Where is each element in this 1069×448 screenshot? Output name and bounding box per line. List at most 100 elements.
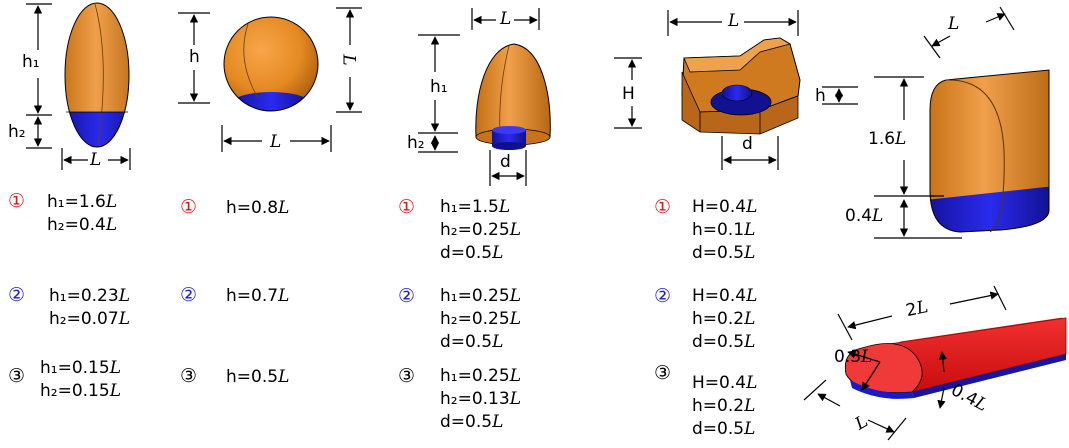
block-case3-marker: ③ <box>654 362 672 384</box>
bullet-dimensions <box>418 8 540 186</box>
spec-unit: L <box>509 389 521 409</box>
spec-unit: L <box>498 197 511 217</box>
spec-unit: L <box>509 366 521 386</box>
spec-text: h=0.1 <box>692 220 745 240</box>
spec-unit: L <box>744 332 756 352</box>
spec-unit: L <box>744 396 756 416</box>
wing-shape <box>844 317 1067 399</box>
spec-text: d=0.5 <box>692 419 745 439</box>
spec-text: h₁=0.15 <box>40 358 110 378</box>
sphere-case2-marker: ② <box>180 284 198 306</box>
block-H-label: H <box>622 84 635 104</box>
spec-unit: L <box>746 286 758 306</box>
bullet-L-label: L <box>500 9 512 29</box>
bullet-case2-marker: ② <box>398 285 416 307</box>
ellipsoid-case2-marker: ② <box>8 284 26 306</box>
block-dimensions <box>614 10 858 170</box>
spec-unit: L <box>118 286 130 306</box>
wing-thickness-value: 0.3 <box>834 347 862 367</box>
ellipsoid-case1-spec: h₁=1.6L h₂=0.4L <box>47 191 117 237</box>
block-case1-spec: H=0.4L h=0.1L d=0.5L <box>692 196 757 265</box>
wing-thickness-unit: L <box>861 347 873 367</box>
sphere-case1-spec: h=0.8L <box>226 197 289 220</box>
sphere-h-label: h <box>189 47 200 67</box>
sphere-case1-marker: ① <box>180 196 198 218</box>
block-case2-spec: H=0.4L h=0.2L d=0.5L <box>692 285 757 354</box>
bullet-d-label: d <box>500 152 511 172</box>
ellipsoid-h1-label: h₁ <box>22 52 40 72</box>
cylinder-h1-unit: L <box>895 129 907 149</box>
spec-text: d=0.5 <box>440 243 493 263</box>
spec-unit: L <box>746 373 758 393</box>
spec-text: d=0.5 <box>692 332 745 352</box>
ellipsoid-case1-marker: ① <box>8 190 26 212</box>
spec-unit: L <box>109 358 121 378</box>
wing-thickness-label: 0.3L <box>834 347 872 367</box>
bullet-h1-label: h₁ <box>430 77 448 97</box>
spec-text: h=0.2 <box>692 309 745 329</box>
spec-text: d=0.5 <box>440 412 493 432</box>
spec-text: h₂=0.25 <box>440 220 510 240</box>
ellipsoid-L-label: L <box>90 150 102 170</box>
spec-text: h₂=0.13 <box>440 389 510 409</box>
sphere-case3-spec: h=0.5L <box>226 366 289 389</box>
sphere-case2-spec: h=0.7L <box>226 285 289 308</box>
cylinder-h2-unit: L <box>872 206 884 226</box>
spec-text: h=0.8 <box>226 198 279 218</box>
ellipsoid-h2-label: h₂ <box>8 122 26 142</box>
cylinder-h1-value: 1.6 <box>868 129 896 149</box>
spec-text: h₂=0.25 <box>440 309 510 329</box>
spec-text: h₁=1.5 <box>440 197 499 217</box>
block-shape <box>681 37 801 135</box>
spec-unit: L <box>492 412 504 432</box>
spec-unit: L <box>105 192 118 212</box>
spec-unit: L <box>105 215 118 235</box>
spec-unit: L <box>492 332 504 352</box>
spec-text: h=0.5 <box>226 367 279 387</box>
bullet-case1-spec: h₁=1.5L h₂=0.25L d=0.5L <box>440 196 521 265</box>
ellipsoid-case3-spec: h₁=0.15L h₂=0.15L <box>40 357 121 403</box>
ellipsoid-dimensions <box>26 3 131 170</box>
spec-text: h=0.2 <box>692 396 745 416</box>
spec-text: h₁=0.25 <box>440 366 510 386</box>
spec-text: h₁=0.23 <box>49 286 119 306</box>
bullet-shape <box>475 43 551 150</box>
cylinder-h2-label: 0.4L <box>845 206 883 226</box>
ellipsoid-shape <box>64 2 130 148</box>
spec-text: h=0.7 <box>226 286 279 306</box>
block-L-label: L <box>728 11 740 31</box>
cylinder-L-label: L <box>948 14 960 34</box>
spec-unit: L <box>509 220 521 240</box>
cylinder-dimensions <box>874 6 1015 239</box>
spec-text: h₁=1.6 <box>47 192 106 212</box>
sphere-L-label: L <box>270 132 282 152</box>
spec-text: H=0.4 <box>692 286 747 306</box>
cylinder-h2-value: 0.4 <box>845 206 873 226</box>
bullet-case3-spec: h₁=0.25L h₂=0.13L d=0.5L <box>440 365 521 434</box>
spec-unit: L <box>744 309 756 329</box>
spec-unit: L <box>278 367 290 387</box>
spec-unit: L <box>744 419 756 439</box>
spec-unit: L <box>746 197 758 217</box>
block-case3-spec: H=0.4L h=0.2L d=0.5L <box>692 372 757 441</box>
spec-unit: L <box>509 286 521 306</box>
block-h-label: h <box>815 86 826 106</box>
cylinder-shape <box>929 69 1050 233</box>
sphere-dimensions <box>178 7 362 152</box>
spec-unit: L <box>492 243 504 263</box>
spec-text: h₂=0.4 <box>47 215 106 235</box>
block-case2-marker: ② <box>654 285 672 307</box>
bullet-h2-label: h₂ <box>407 133 425 153</box>
bullet-case3-marker: ③ <box>398 365 416 387</box>
bullet-case1-marker: ① <box>398 196 416 218</box>
spec-text: h₁=0.25 <box>440 286 510 306</box>
sphere-case3-marker: ③ <box>180 365 198 387</box>
block-d-label: d <box>742 134 753 154</box>
wing-dimensions <box>803 285 1007 441</box>
spec-unit: L <box>744 243 756 263</box>
spec-unit: L <box>109 381 121 401</box>
spec-unit: L <box>278 286 290 306</box>
bullet-case2-spec: h₁=0.25L h₂=0.25L d=0.5L <box>440 285 521 354</box>
sphere-shape <box>223 16 319 112</box>
